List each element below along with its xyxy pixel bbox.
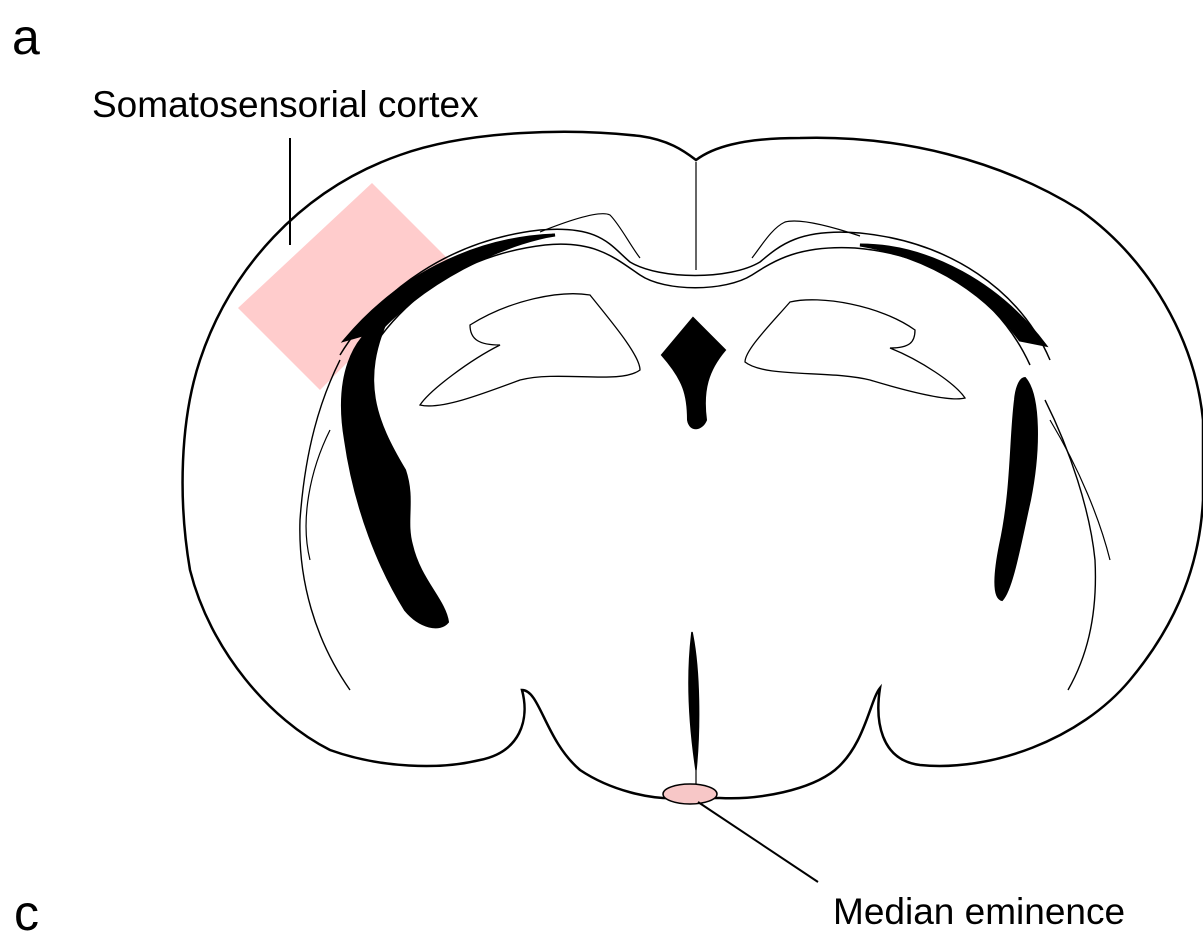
callosum-black-band-right [860, 245, 1045, 345]
third-ventricle [662, 318, 725, 428]
hippocampus-right [745, 300, 965, 399]
eminence-leader-line [698, 802, 818, 882]
panel-letter-c: c [14, 888, 39, 938]
internal-contour-right [1045, 400, 1095, 690]
fornix-arch-right [752, 221, 860, 258]
median-eminence-highlight [663, 784, 717, 804]
lateral-ventricle-left [342, 318, 448, 627]
median-eminence-label: Median eminence [833, 893, 1125, 930]
lateral-ventricle-right [995, 378, 1037, 600]
median-slit [689, 632, 699, 770]
hippocampus-left [420, 294, 640, 406]
somatosensorial-cortex-label: Somatosensorial cortex [92, 86, 479, 123]
panel-letter-a: a [12, 12, 40, 62]
